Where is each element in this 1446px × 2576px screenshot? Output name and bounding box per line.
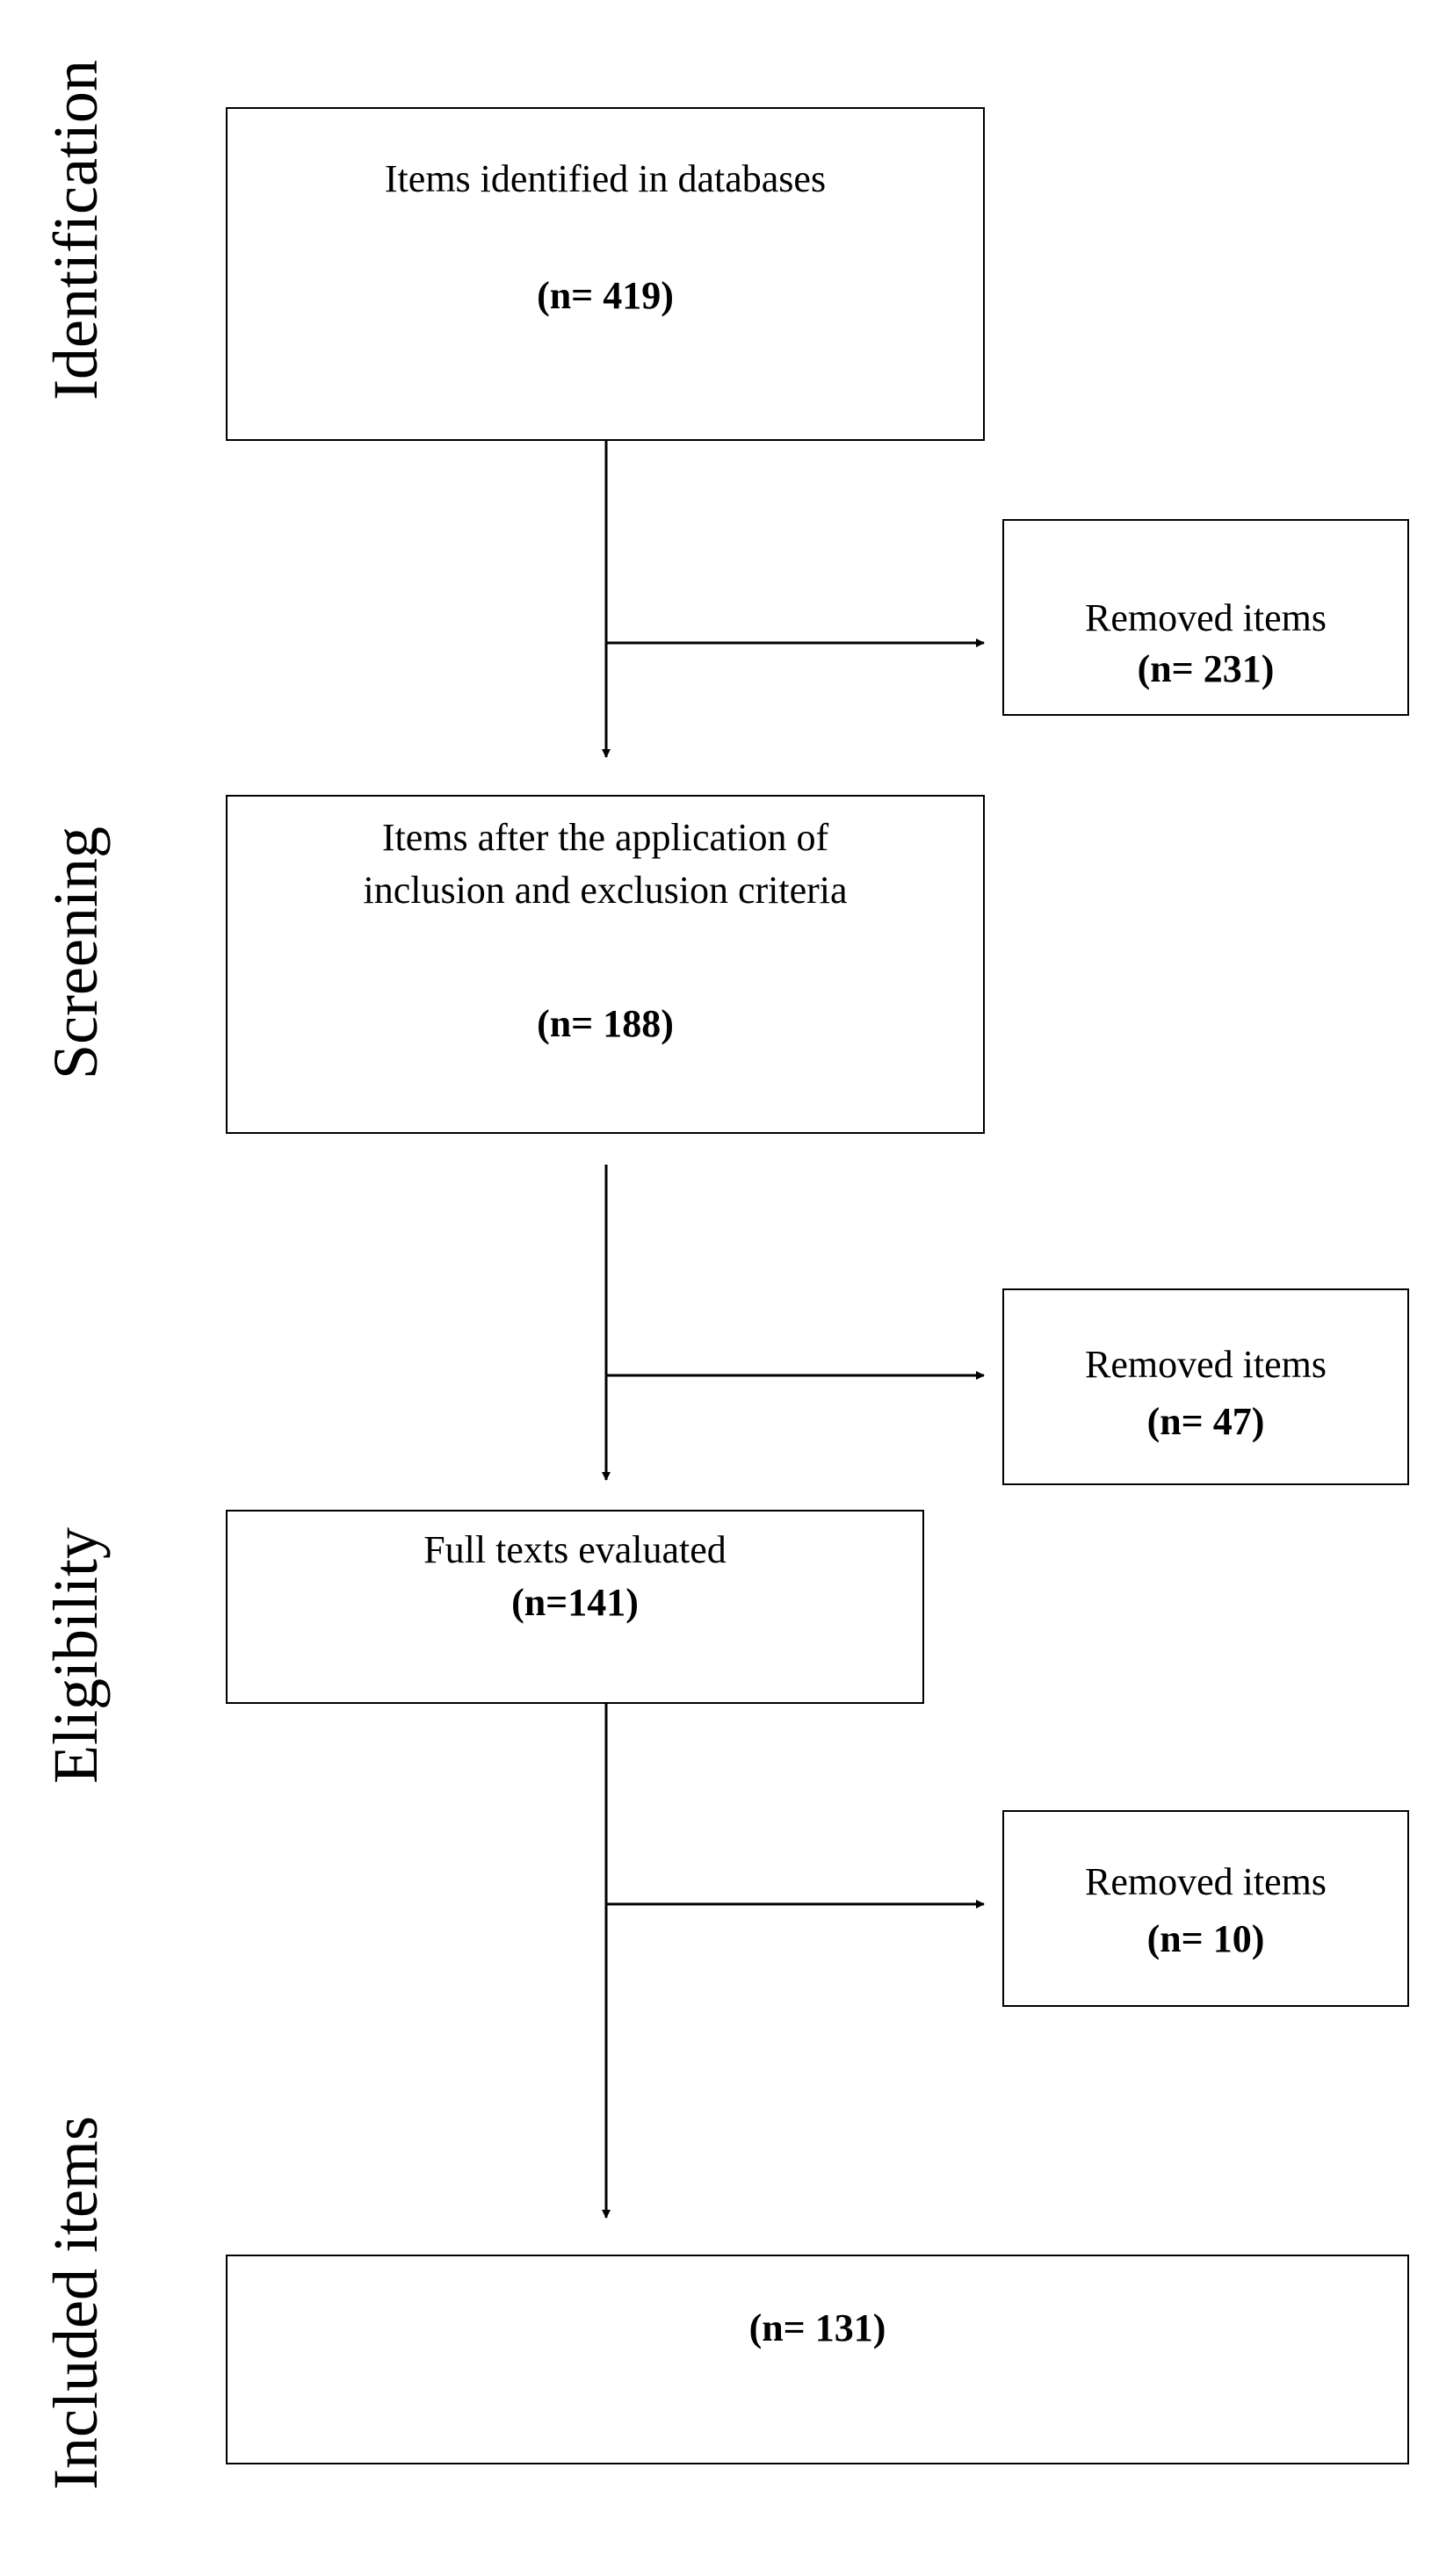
box-items-screened-line1: Items after the application of bbox=[381, 816, 829, 859]
box-full-texts-count: (n=141) bbox=[511, 1581, 639, 1624]
box-items-identified-label: Items identified in databases bbox=[384, 157, 827, 200]
box-removed-items-1: Removed items (n= 231) bbox=[1002, 519, 1409, 716]
box-removed-items-3-count: (n= 10) bbox=[1146, 1917, 1265, 1960]
box-removed-items-2-label: Removed items bbox=[1085, 1343, 1327, 1386]
box-removed-items-2-count: (n= 47) bbox=[1146, 1400, 1265, 1443]
box-removed-items-1-label: Removed items bbox=[1085, 596, 1327, 639]
box-included-items-count: (n= 131) bbox=[748, 2306, 886, 2349]
box-items-screened: Items after the application of inclusion… bbox=[226, 795, 985, 1134]
box-removed-items-1-count: (n= 231) bbox=[1137, 647, 1275, 690]
box-removed-items-3: Removed items (n= 10) bbox=[1002, 1810, 1409, 2007]
box-full-texts-label: Full texts evaluated bbox=[423, 1528, 727, 1571]
box-items-identified: Items identified in databases (n= 419) bbox=[226, 107, 985, 441]
box-removed-items-2: Removed items (n= 47) bbox=[1002, 1288, 1409, 1485]
box-included-items: (n= 131) bbox=[226, 2255, 1409, 2464]
box-items-screened-line2: inclusion and exclusion criteria bbox=[363, 869, 848, 912]
box-items-identified-count: (n= 419) bbox=[537, 274, 674, 317]
box-full-texts: Full texts evaluated (n=141) bbox=[226, 1510, 924, 1704]
box-removed-items-3-label: Removed items bbox=[1085, 1860, 1327, 1903]
box-items-screened-count: (n= 188) bbox=[537, 1002, 674, 1045]
